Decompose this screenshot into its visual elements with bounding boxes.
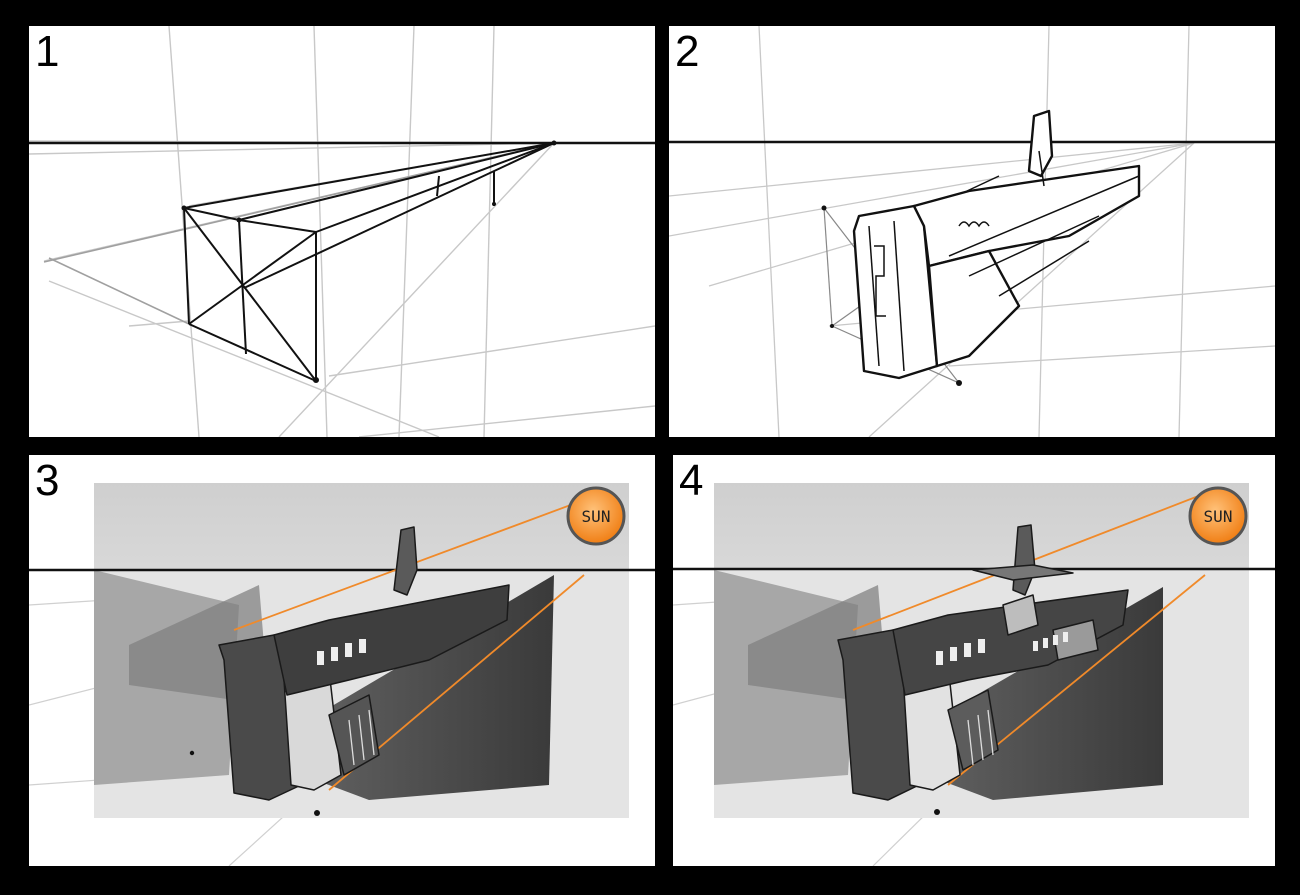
step-panel-2: 2 (669, 26, 1275, 437)
spaceship-refined-sketch: SUN (673, 483, 1275, 866)
step-number: 4 (679, 456, 704, 505)
sun-label: SUN (582, 507, 611, 526)
sun-icon: SUN (1188, 486, 1248, 546)
step-number: 1 (35, 27, 60, 76)
sun-label: SUN (1204, 507, 1233, 526)
step-panel-4: SUN 4 (673, 455, 1275, 866)
spaceship-line-sketch (669, 26, 1275, 437)
spaceship-shaded-sketch: SUN (29, 483, 655, 866)
perspective-construction-1 (29, 26, 655, 437)
step-number: 3 (35, 456, 60, 505)
step-panel-1: 1 (29, 26, 655, 437)
sun-icon: SUN (566, 486, 626, 546)
step-panel-3: SUN 3 (29, 455, 655, 866)
step-number: 2 (675, 27, 700, 76)
